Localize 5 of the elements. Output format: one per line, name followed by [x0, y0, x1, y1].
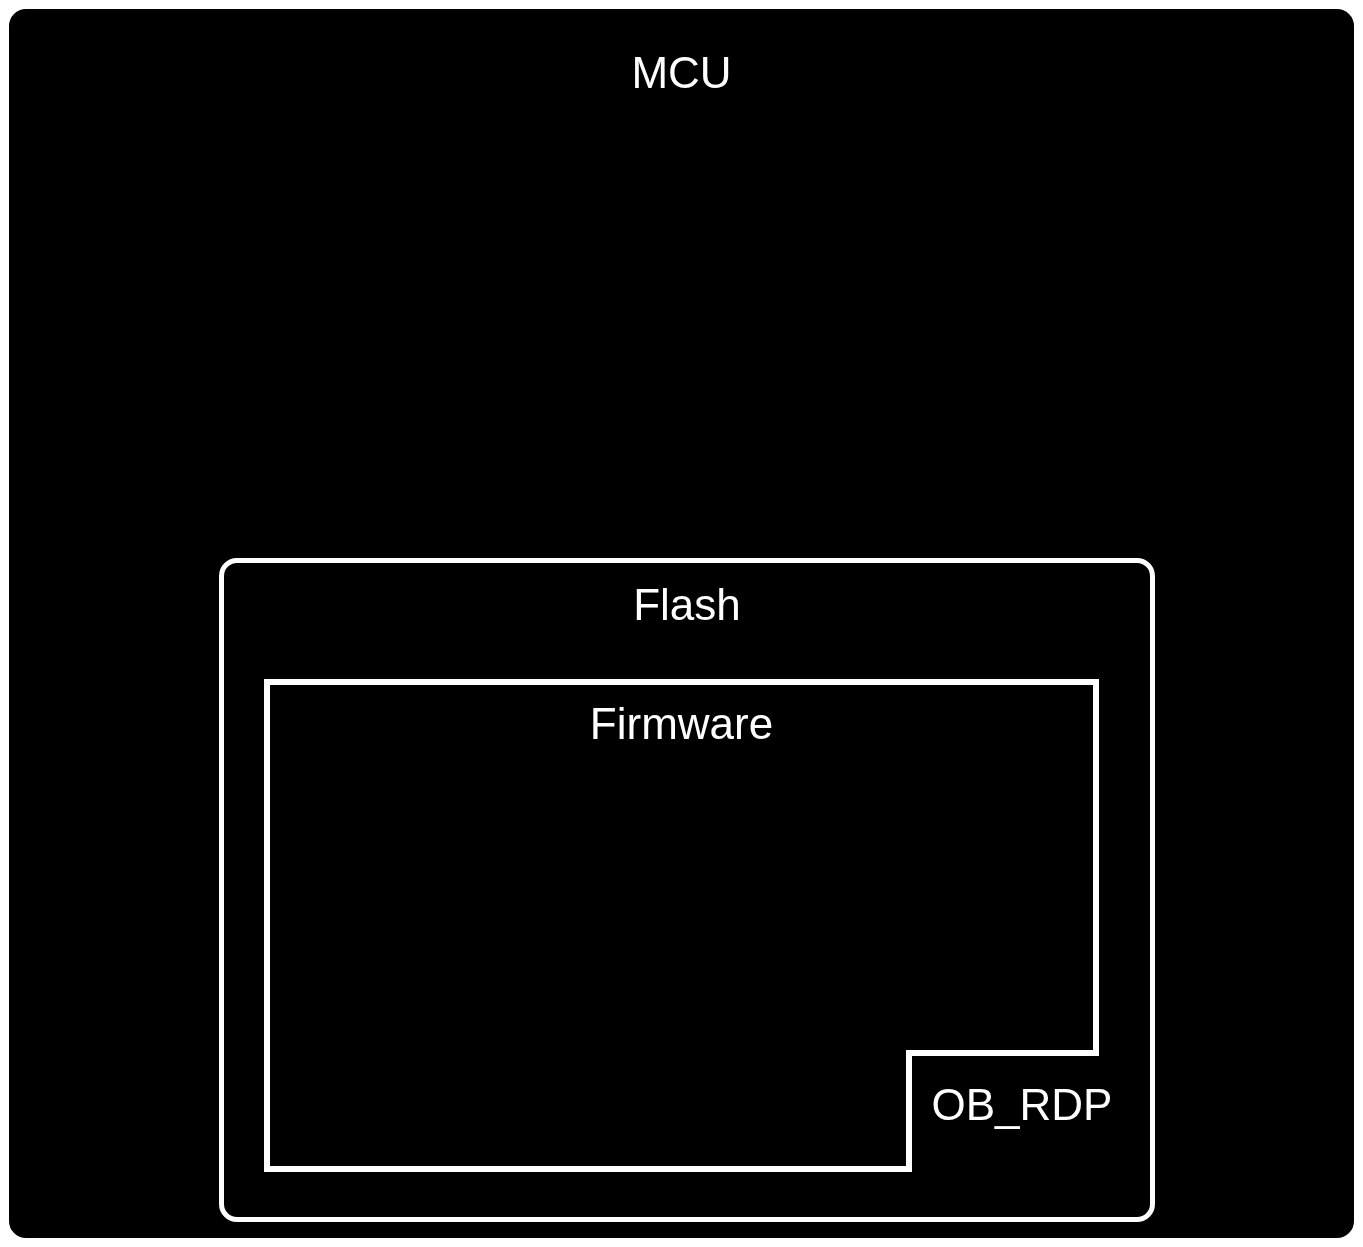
- block-title: Firmware: [588, 699, 775, 749]
- block-title: MCU: [630, 48, 733, 98]
- region-label: OB_RDP: [930, 1080, 1114, 1130]
- memory-block: [219, 558, 1155, 1222]
- block-title: Flash: [632, 580, 742, 630]
